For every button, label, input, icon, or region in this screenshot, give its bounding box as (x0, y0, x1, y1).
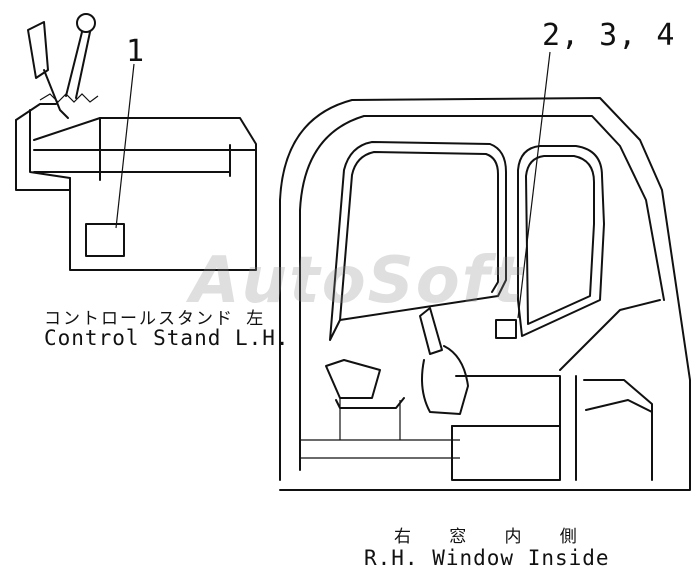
right-caption-en: R.H. Window Inside (364, 546, 610, 570)
watermark: AutoSoft (190, 244, 525, 318)
callout-2-3-4: 2, 3, 4 (542, 18, 676, 53)
left-caption-jp: コントロールスタンド 左 (44, 309, 266, 329)
callout-1: 1 (126, 34, 146, 69)
right-caption-jp: 右 窓 内 側 (394, 527, 591, 547)
left-caption-en: Control Stand L.H. (44, 326, 290, 350)
